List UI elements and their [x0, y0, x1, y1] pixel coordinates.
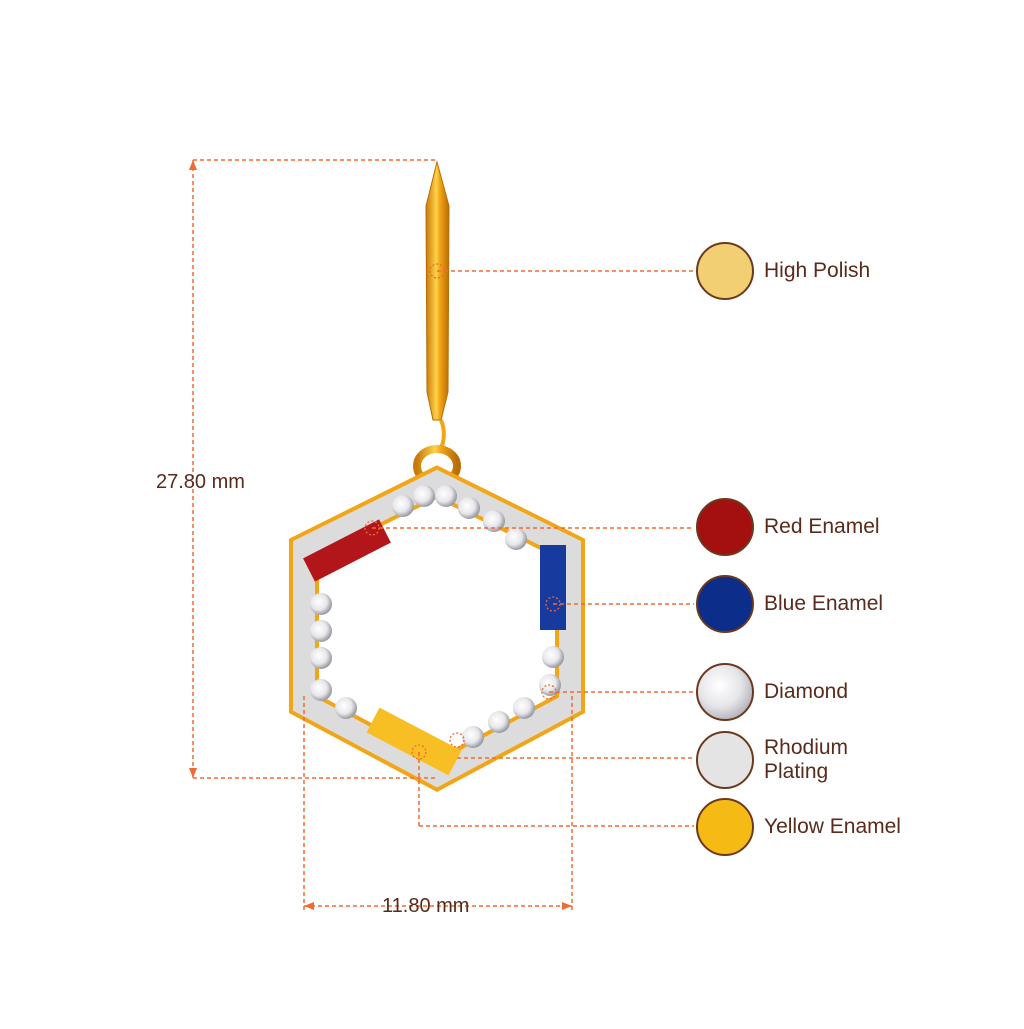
legend-label: High Polish — [764, 259, 871, 282]
rhodium-plating-swatch — [696, 731, 754, 789]
legend-label: Blue Enamel — [764, 592, 884, 615]
red-enamel-swatch — [696, 498, 754, 556]
diamond-stones — [310, 485, 564, 748]
blue-enamel-swatch — [696, 575, 754, 633]
leader-lines — [372, 270, 694, 827]
legend-diamond: Diamond — [696, 663, 848, 721]
ear-wire — [425, 160, 450, 454]
legend-label: Red Enamel — [764, 515, 880, 538]
leader-targets — [364, 263, 561, 760]
hexagon-pendant — [289, 465, 585, 793]
legend-label: Yellow Enamel — [764, 815, 901, 838]
legend-label: Rhodium Plating — [764, 736, 849, 783]
dimension-arrows — [189, 160, 572, 910]
legend-rhodium-plating: Rhodium Plating — [696, 731, 874, 789]
red-enamel-segment — [303, 519, 391, 582]
width-dimension-label: 11.80 mm — [382, 895, 470, 917]
yellow-enamel-swatch — [696, 798, 754, 856]
legend-high-polish: High Polish — [696, 242, 870, 300]
high-polish-swatch — [696, 242, 754, 300]
legend-blue-enamel: Blue Enamel — [696, 575, 883, 633]
dimension-guides — [192, 159, 573, 910]
height-dimension-label: 27.80 mm — [156, 471, 245, 493]
legend-red-enamel: Red Enamel — [696, 498, 880, 556]
diamond-swatch — [696, 663, 754, 721]
legend-yellow-enamel: Yellow Enamel — [696, 798, 901, 856]
yellow-enamel-segment — [366, 707, 462, 776]
legend-label: Diamond — [764, 680, 849, 703]
